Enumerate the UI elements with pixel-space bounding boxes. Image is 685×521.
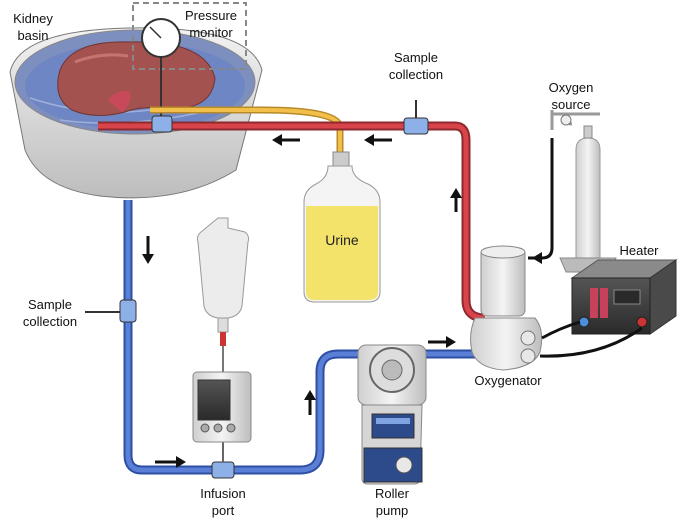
pressure-port <box>151 115 173 133</box>
sample-collection-left-label-2: collection <box>23 314 77 329</box>
kidney <box>57 41 216 116</box>
heater-cable <box>539 320 643 358</box>
oxygenator-label: Oxygenator <box>474 373 542 388</box>
oxygenator <box>470 245 543 371</box>
infusion-bag <box>196 217 250 372</box>
roller-pump-label-2: pump <box>376 503 409 518</box>
kidney-basin-label-2: basin <box>17 28 48 43</box>
sample-collection-top-label-1: Sample <box>394 50 438 65</box>
heater <box>570 259 678 335</box>
gas-cylinder-icon <box>528 110 617 273</box>
infusion-pump <box>192 371 252 443</box>
heater-label: Heater <box>619 243 659 258</box>
kidney-basin-label-1: Kidney <box>13 11 53 26</box>
pressure-monitor-box <box>132 2 247 120</box>
roller-pump-label-1: Roller <box>375 486 410 501</box>
infusion-port-label-2: port <box>212 503 235 518</box>
roller-pump <box>357 344 427 485</box>
sample-collection-top-label-2: collection <box>389 67 443 82</box>
sample-collection-left-label-1: Sample <box>28 297 72 312</box>
urine-bottle: Urine <box>303 151 381 303</box>
sample-port-left <box>85 299 137 323</box>
arrow-icon <box>142 134 462 468</box>
oxygen-source-label-1: Oxygen <box>549 80 594 95</box>
infusion-port-label-1: Infusion <box>200 486 246 501</box>
sample-port-top <box>403 100 429 135</box>
pressure-monitor-label-2: monitor <box>189 25 233 40</box>
oxygen-source-label-2: source <box>551 97 590 112</box>
urine-label: Urine <box>325 232 359 248</box>
pressure-monitor-label-1: Pressure <box>185 8 237 23</box>
